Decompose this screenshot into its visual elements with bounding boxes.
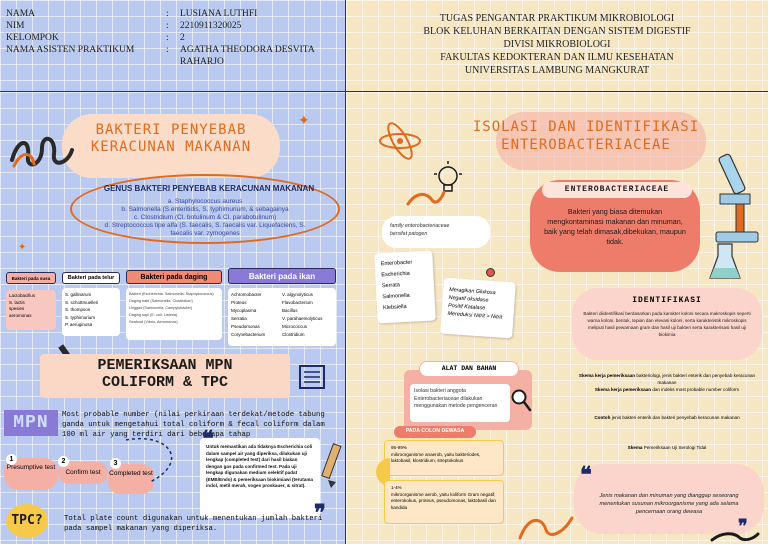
label-susu: Bakteri pada susu bbox=[6, 272, 56, 284]
step-presumptive: 1 Presumptive test bbox=[4, 454, 58, 490]
info-row-assistant: NAMA ASISTEN PRAKTIKUM:AGATHA THEODORA D… bbox=[6, 45, 315, 55]
squiggle-decoration bbox=[10, 137, 74, 168]
card-daging: Bakteri (Escherichia, Salmonella, Staphy… bbox=[126, 288, 222, 340]
enterobacteriaceae-title: ENTEROBACTERIACEAE bbox=[564, 185, 670, 194]
identifikasi-title: IDENTIFIKASI bbox=[632, 296, 702, 305]
info-row-name: NAMA:LUSIANA LUTHFI bbox=[6, 9, 258, 19]
left-panel: BAKTERI PENYEBAB KERACUNAN MAKANAN GENUS… bbox=[0, 92, 346, 544]
quote-open-icon: ❝ bbox=[202, 426, 214, 452]
mpn-description: Most probable number (nilai perkiraan te… bbox=[62, 411, 325, 439]
brush-stroke-decoration bbox=[710, 532, 760, 542]
step-number: 3 bbox=[110, 458, 121, 469]
colon-pct: 95-99% bbox=[391, 445, 407, 450]
label-telur: Bakteri pada telur bbox=[62, 272, 120, 284]
step-confirm: 2 Confirm test bbox=[58, 456, 108, 484]
mpn-title: PEMERIKSAAN MPN COLIFORM & TPC bbox=[97, 357, 233, 391]
course-line: TUGAS PENGANTAR PRAKTIKUM MIKROBIOLOGI bbox=[439, 13, 675, 24]
colon-label-pill bbox=[394, 426, 476, 438]
tpc-badge: TPC? bbox=[6, 504, 48, 538]
identifikasi-text: Bakteri diidentifikasi berdasarkan pada … bbox=[583, 311, 751, 337]
card-susu: Lactobacillus S. lactis spesies aeromona… bbox=[6, 290, 56, 330]
label-ikan: Bakteri pada ikan bbox=[228, 268, 336, 284]
skema-serologi-item: Skema Pemeriksaan Uji Serologi Tidal bbox=[627, 445, 707, 450]
left-title: BAKTERI PENYEBAB KERACUNAN MAKANAN bbox=[90, 122, 252, 155]
card-telur: S. gallinarum S. schottmuelleri S. thomp… bbox=[62, 288, 120, 336]
sparkle-icon: ✦ bbox=[298, 112, 310, 128]
colon-pct: 1-4% bbox=[391, 485, 402, 490]
info-row-assistant-cont: RAHARJO bbox=[180, 57, 224, 67]
colon-label: PADA COLON DEWASA bbox=[405, 428, 465, 434]
info-row-group: KELOMPOK:2 bbox=[6, 33, 185, 43]
course-line: FAKULTAS KEDOKTERAN DAN ILMU KESEHATAN bbox=[440, 52, 674, 63]
quote-close-icon: ❞ bbox=[314, 500, 326, 526]
title-blob bbox=[496, 112, 706, 170]
alat-bahan-text: Isolasi bakteri anggota Enterobacteriace… bbox=[410, 384, 510, 422]
final-quote-text: Jenis makanan dan minuman yang dianggap … bbox=[599, 493, 739, 515]
mpn-badge: MPN bbox=[4, 410, 58, 436]
beaker-icon bbox=[709, 243, 741, 279]
step-completed: 3 Completed test bbox=[108, 458, 154, 494]
right-panel: ISOLASI DAN IDENTIFIKASI ENTEROBACTERIAC… bbox=[346, 92, 768, 544]
quote-open-icon: ❝ bbox=[580, 462, 592, 488]
family-list-card: Enterobacter Escherichia Serrata Salmone… bbox=[374, 250, 436, 324]
identifikasi-card bbox=[572, 288, 762, 360]
course-line: UNIVERSITAS LAMBUNG MANGKURAT bbox=[464, 65, 650, 76]
lightbulb-icon bbox=[434, 161, 462, 192]
alat-bahan-title-pill bbox=[420, 362, 518, 376]
pencil-icon bbox=[321, 443, 342, 488]
info-row-nim: NIM:2210911320025 bbox=[6, 21, 242, 31]
course-header: TUGAS PENGANTAR PRAKTIKUM MIKROBIOLOGI B… bbox=[346, 0, 768, 92]
colon-card-anaerob: 95-99% mikroorganisme anaerob, yaitu bak… bbox=[384, 440, 504, 476]
dashed-curve-decoration bbox=[125, 438, 173, 483]
atom-icon bbox=[379, 122, 421, 160]
accent-half-circle bbox=[376, 458, 390, 486]
course-line: BLOK KELUHAN BERKAITAN DENGAN SISTEM DIG… bbox=[423, 26, 691, 37]
genus-oval bbox=[70, 174, 340, 244]
right-title: ISOLASI DAN IDENTIFIKASI ENTEROBACTERIAC… bbox=[472, 119, 700, 153]
quote-close-icon: ❞ bbox=[738, 516, 748, 537]
title-blob bbox=[62, 114, 280, 178]
characteristics-note: Meragikan Glukosa Negatif oksidase Posit… bbox=[440, 277, 516, 339]
student-info-header: NAMA:LUSIANA LUTHFI NIM:2210911320025 KE… bbox=[0, 0, 346, 92]
microscope-icon bbox=[715, 153, 759, 243]
enterobacteriaceae-text: Bakteri yang biasa ditemukan mengkontami… bbox=[544, 207, 686, 246]
step-number: 2 bbox=[58, 456, 69, 467]
genus-title: GENUS BAKTERI PENYEBAB KERACUNAN MAKANAN bbox=[103, 184, 315, 193]
mpn-title-band bbox=[40, 354, 290, 398]
alat-bahan-title: ALAT DAN BAHAN bbox=[441, 365, 497, 372]
brush-stroke-decoration bbox=[518, 516, 574, 540]
enterobacteriaceae-title-pill bbox=[542, 182, 692, 198]
tpc-description: Total plate count digunakan untuk menent… bbox=[64, 515, 323, 533]
label-daging: Bakteri pada daging bbox=[126, 270, 222, 284]
notepad-icon bbox=[299, 365, 325, 389]
colon-card-aerob: 1-4% mikroorganisme aerob, yaitu kolifor… bbox=[384, 480, 504, 524]
quote-card: Untuk memastikan ada tidaknya Escherichi… bbox=[200, 438, 320, 518]
step-number: 1 bbox=[6, 454, 17, 465]
magnifier-icon bbox=[511, 389, 532, 412]
final-quote-card bbox=[574, 464, 764, 534]
contoh-item: Contoh jenis bakteri enterik dan bakteri… bbox=[594, 415, 740, 420]
brush-stroke-decoration bbox=[406, 190, 446, 206]
family-tag: family enterobacteriaceae bersifat patog… bbox=[382, 216, 490, 248]
card-ikan: Achromobacter Proteus Mycoplasma Serrati… bbox=[228, 288, 336, 346]
sparkle-icon: ✦ bbox=[18, 242, 27, 253]
pushpin-icon bbox=[486, 268, 495, 277]
genus-list: a. Staphylococcus aureus b. Salmonella (… bbox=[104, 198, 306, 237]
course-line: DIVISI MIKROBIOLOGI bbox=[503, 39, 611, 50]
skema-item: Skema kerja pemeriksaan bakteriologi, je… bbox=[578, 373, 756, 392]
